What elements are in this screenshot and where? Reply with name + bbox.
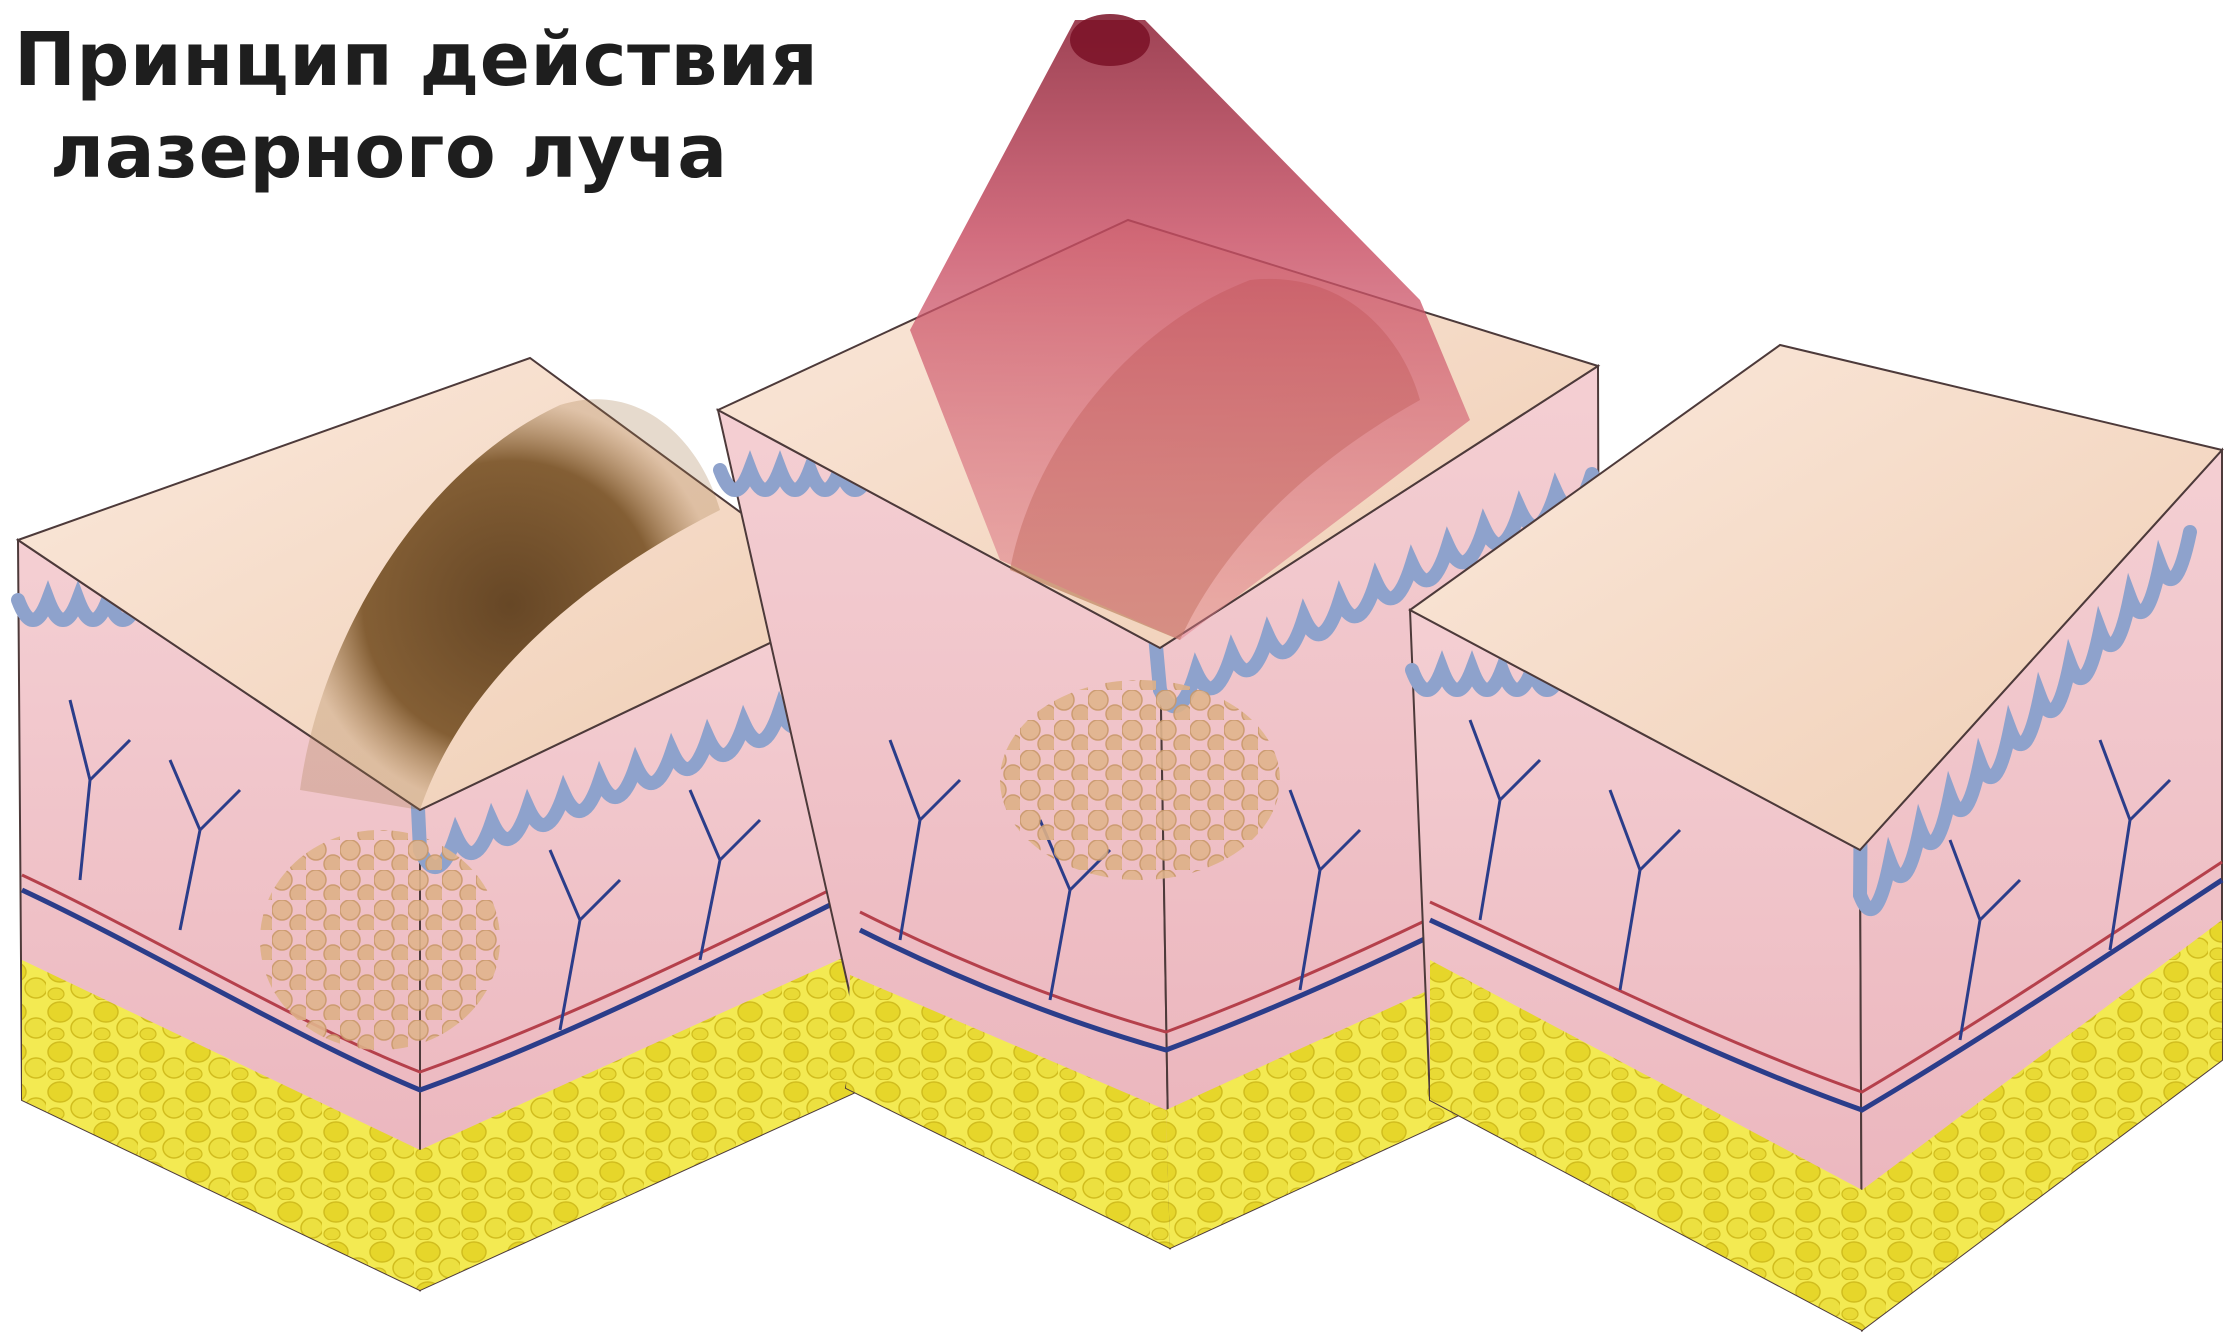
block1-melanocyte-cluster xyxy=(260,830,500,1050)
diagram-title: Принцип действия лазерного луча xyxy=(14,14,818,198)
block2-melanocyte-cluster xyxy=(1000,680,1280,880)
laser-source xyxy=(1070,14,1150,66)
title-line-1: Принцип действия xyxy=(14,14,818,106)
skin-block-before xyxy=(18,358,860,1290)
title-line-2: лазерного луча xyxy=(14,106,818,198)
